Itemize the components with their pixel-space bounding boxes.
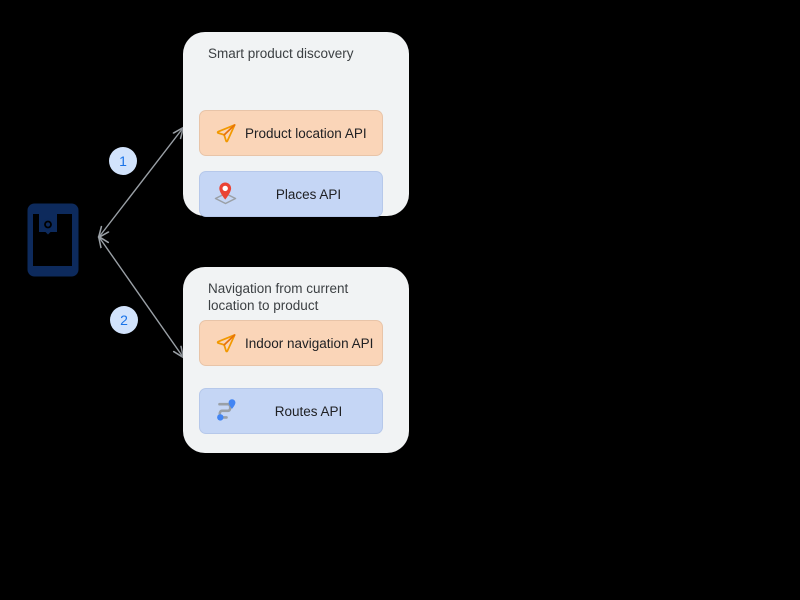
navigation-arrow-icon [209, 328, 243, 358]
chip-indoor-navigation-api[interactable]: Indoor navigation API [199, 320, 383, 366]
chip-product-location-api[interactable]: Product location API [199, 110, 383, 156]
chip-label: Places API [275, 186, 342, 202]
card-smart-product-discovery: Smart product discovery Product location… [183, 32, 409, 217]
map-pin-icon [209, 179, 243, 209]
phone-with-camera-icon [27, 203, 79, 277]
connector-phone-to-navigation [99, 237, 183, 357]
connector-phone-to-discovery [99, 128, 183, 237]
mobile-phone-device [26, 202, 80, 278]
chip-label: Routes API [274, 403, 343, 419]
chip-label: Indoor navigation API [245, 335, 374, 351]
step-badge-1: 1 [109, 147, 137, 175]
chip-routes-api[interactable]: Routes API [199, 388, 383, 434]
chip-places-api[interactable]: Places API [199, 171, 383, 217]
navigation-arrow-icon [209, 118, 243, 148]
route-path-icon [209, 396, 243, 426]
step-badge-2: 2 [110, 306, 138, 334]
card-title: Navigation from current location to prod… [208, 281, 349, 313]
card-title: Smart product discovery [208, 46, 354, 61]
chip-label: Product location API [245, 125, 367, 141]
card-navigation-to-product: Navigation from current location to prod… [183, 267, 409, 453]
